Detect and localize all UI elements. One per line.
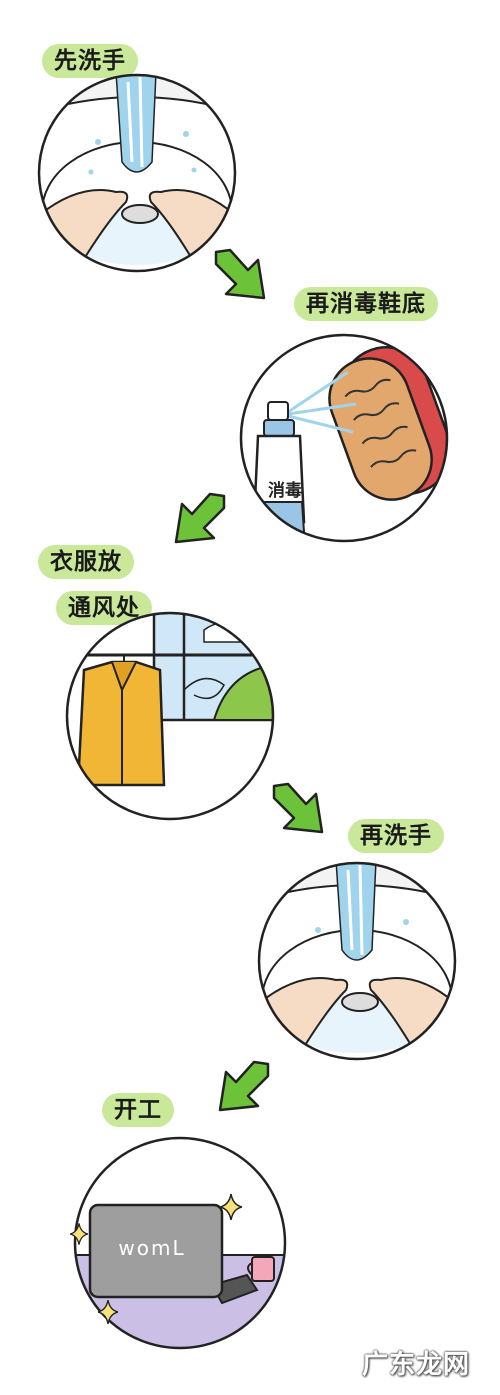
ventilate-clothes-scene xyxy=(65,611,275,821)
bottle-label: 消毒 xyxy=(268,481,302,501)
step-1-label: 先洗手 xyxy=(42,44,138,78)
step-2-label: 再消毒鞋底 xyxy=(294,287,438,321)
step-4-label: 再洗手 xyxy=(348,819,444,853)
watermark: 广东龙网 xyxy=(361,1350,470,1380)
wash-hands-again-scene xyxy=(257,861,457,1061)
laptop-logo: womL xyxy=(118,1236,186,1260)
arrow-down-left-icon xyxy=(174,492,226,544)
step-5-label: 开工 xyxy=(102,1093,174,1127)
arrow-down-right-icon xyxy=(214,248,266,300)
step-3-label-line1: 衣服放 xyxy=(38,545,134,579)
arrow-down-right-icon xyxy=(272,782,324,834)
sparkle-icon xyxy=(70,1223,88,1245)
arrow-down-left-icon xyxy=(218,1060,270,1112)
wash-hands-scene xyxy=(37,73,237,273)
sparkle-icon xyxy=(220,1194,242,1220)
sparkle-icon xyxy=(98,1300,118,1324)
disinfect-shoe-scene xyxy=(239,333,449,543)
start-work-scene xyxy=(73,1136,287,1350)
